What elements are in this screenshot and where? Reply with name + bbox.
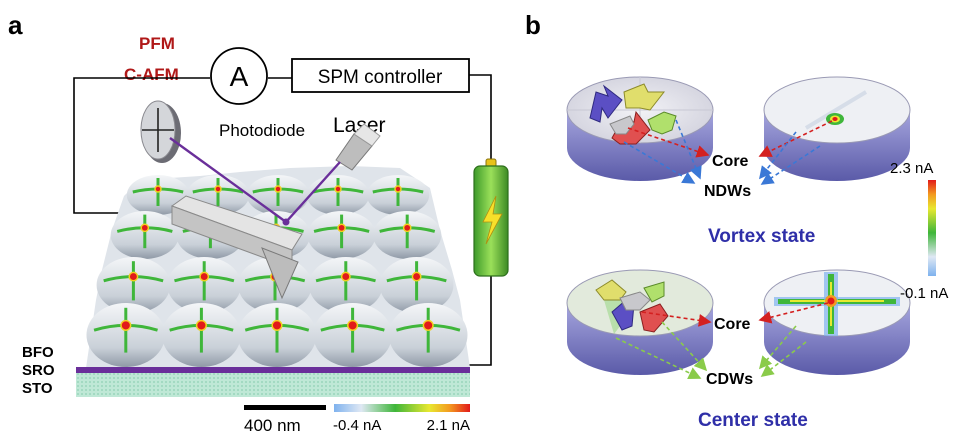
pfm-label: PFM: [139, 34, 175, 53]
colorbar-a-max: 2.1 nA: [427, 417, 470, 433]
ammeter-symbol: [210, 47, 268, 105]
vortex-disk-arrows: [566, 76, 714, 181]
cantilever-icon: [170, 195, 303, 300]
vortex-disk-map: [763, 76, 911, 181]
spm-controller-box: [291, 58, 470, 93]
conduction-hotspot: [347, 319, 359, 331]
colorbar-a-min: -0.4 nA: [333, 417, 381, 433]
center-pointer-lines: [615, 302, 829, 379]
conduction-hotspot: [271, 319, 283, 331]
spm-controller-label: SPM controller: [318, 67, 443, 88]
photodiode-label: Photodiode: [219, 121, 305, 140]
vortex-walls-label: NDWs: [704, 183, 751, 200]
conduction-hotspot: [422, 319, 434, 331]
layer-label-sto: STO: [22, 380, 53, 397]
colorbar-b-max: 2.3 nA: [890, 160, 933, 177]
conduction-hotspot: [334, 185, 342, 193]
conduction-hotspot: [340, 271, 351, 282]
conduction-hotspot: [214, 185, 222, 193]
conduction-hotspot: [120, 319, 132, 331]
center-core-label: Core: [714, 316, 751, 333]
battery-icon: [473, 158, 509, 277]
vortex-state-label: Vortex state: [708, 226, 815, 247]
conduction-hotspot: [199, 271, 210, 282]
panel-a: a PFM C-AFM A SPM controller: [8, 10, 509, 433]
panel-b: b: [525, 10, 948, 431]
conduction-hotspot: [154, 185, 162, 193]
conduction-hotspot: [402, 223, 412, 233]
conduction-hotspot: [140, 223, 150, 233]
sro-layer: [76, 367, 470, 373]
sto-substrate: [76, 373, 470, 397]
conduction-hotspot: [195, 319, 207, 331]
photodiode-icon: [140, 100, 181, 163]
center-state-label: Center state: [698, 410, 808, 431]
conduction-hotspot: [411, 271, 422, 282]
colorbar-b: [928, 180, 936, 276]
conduction-hotspot: [274, 185, 282, 193]
ammeter-label: A: [230, 61, 249, 92]
colorbar-b-min: -0.1 nA: [900, 285, 948, 302]
colorbar-a: [334, 404, 470, 412]
center-disk-map: [763, 269, 911, 375]
layer-label-bfo: BFO: [22, 344, 54, 361]
layer-label-sro: SRO: [22, 362, 55, 379]
panel-b-label: b: [525, 10, 541, 40]
scale-bar-label: 400 nm: [244, 416, 301, 433]
laser-icon: [335, 123, 381, 171]
vortex-core-label: Core: [712, 153, 749, 170]
center-walls-label: CDWs: [706, 371, 753, 388]
center-disk-arrows: [566, 269, 714, 375]
conduction-hotspot: [128, 271, 139, 282]
conduction-hotspot: [337, 223, 346, 233]
vortex-pointer-lines: [623, 119, 833, 185]
cafm-label: C-AFM: [124, 65, 179, 84]
scale-bar: [244, 405, 326, 410]
panel-a-label: a: [8, 10, 23, 40]
conduction-hotspot: [394, 185, 402, 193]
